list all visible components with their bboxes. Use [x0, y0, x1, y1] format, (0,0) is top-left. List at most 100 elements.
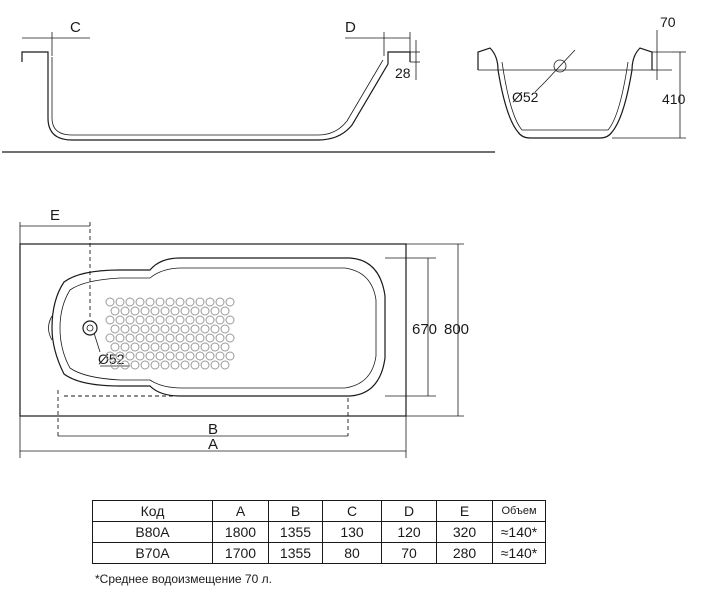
grate-cell [125, 315, 135, 325]
grate-cell [120, 342, 130, 352]
table-row: B80A 1800 1355 130 120 320 ≈140* [92, 521, 546, 543]
grate-cell [165, 333, 175, 343]
grate-cell [190, 306, 200, 316]
grate-cell [185, 333, 195, 343]
grate-cell [160, 342, 170, 352]
grate-cell [170, 360, 180, 370]
grate-cell [130, 360, 140, 370]
grate-cell [135, 333, 145, 343]
grate-cell [190, 342, 200, 352]
grate-cell [225, 351, 235, 361]
grate-cell [145, 351, 155, 361]
col-b: B [268, 500, 323, 522]
grate-cell [150, 360, 160, 370]
dim-inner-width: 670 [412, 321, 437, 338]
grate-cell [105, 351, 115, 361]
grate-cell [125, 351, 135, 361]
grate-cell [160, 306, 170, 316]
grate-cell [210, 342, 220, 352]
dim-outer-width: 800 [444, 321, 469, 338]
grate-cell [120, 360, 130, 370]
grate-cell [105, 297, 115, 307]
grate-cell [145, 315, 155, 325]
grate-cell [125, 297, 135, 307]
col-volume: Объем [492, 500, 546, 522]
spec-table: Код A B C D E Объем B80A 1800 1355 130 1… [92, 500, 546, 564]
tub-outer-rim [19, 243, 407, 417]
grate-cell [215, 297, 225, 307]
grate-cell [195, 351, 205, 361]
grate-cell [225, 315, 235, 325]
grate-cell [135, 315, 145, 325]
grate-cell [140, 360, 150, 370]
grate-cell [105, 315, 115, 325]
grate-cell [115, 315, 125, 325]
basin-outline [51, 257, 386, 397]
end-drain [553, 59, 567, 73]
plan-drain-diameter: Ø52 [98, 351, 125, 367]
grate-cell [145, 333, 155, 343]
grate-cell [220, 360, 230, 370]
grate-cell [225, 333, 235, 343]
grate-cell [215, 333, 225, 343]
grate-cell [205, 351, 215, 361]
grate-cell [110, 306, 120, 316]
grate-cell [205, 333, 215, 343]
dim-rim: 70 [660, 14, 676, 30]
footnote: *Среднее водоизмещение 70 л. [95, 572, 272, 586]
label-a: A [208, 436, 218, 453]
col-d: D [381, 500, 437, 522]
grate-cell [195, 333, 205, 343]
col-a: A [212, 500, 269, 522]
label-c: C [70, 19, 81, 36]
grate-cell [200, 360, 210, 370]
dim-rim-height: 28 [395, 65, 411, 81]
grate-cell [180, 360, 190, 370]
tub-side-outline [21, 51, 411, 141]
grate-cell [185, 351, 195, 361]
grate-cell [200, 342, 210, 352]
grate-cell [150, 306, 160, 316]
end-view: Ø52 70 410 [477, 14, 686, 139]
grate-cell [210, 306, 220, 316]
label-d: D [345, 19, 356, 36]
grate-cell [200, 324, 210, 334]
grate-cell [175, 351, 185, 361]
plan-view: Ø52 E B A 670 800 [19, 207, 469, 458]
label-e: E [50, 207, 60, 224]
grate-cell [155, 333, 165, 343]
grate-cell [220, 324, 230, 334]
grate-cell [185, 315, 195, 325]
grate-cell [150, 342, 160, 352]
grate-cell [110, 324, 120, 334]
grate-cell [130, 342, 140, 352]
grate-cell [155, 315, 165, 325]
grate-cell [175, 315, 185, 325]
grate-cell [160, 360, 170, 370]
grate-cell [180, 306, 190, 316]
grate-cell [210, 324, 220, 334]
table-header-row: Код A B C D E Объем [92, 500, 546, 522]
grate-cell [110, 342, 120, 352]
anti-slip-pattern [105, 297, 235, 370]
grate-cell [165, 351, 175, 361]
grate-cell [105, 333, 115, 343]
grate-cell [145, 297, 155, 307]
grate-cell [155, 351, 165, 361]
plan-drain [82, 320, 98, 336]
dim-depth: 410 [662, 91, 686, 107]
grate-cell [175, 333, 185, 343]
grate-cell [170, 324, 180, 334]
grate-cell [170, 342, 180, 352]
grate-cell [140, 342, 150, 352]
grate-cell [165, 315, 175, 325]
tub-end-outline [477, 47, 653, 139]
side-view: C D 28 [2, 19, 495, 153]
grate-cell [190, 360, 200, 370]
grate-cell [220, 306, 230, 316]
col-code: Код [92, 500, 213, 522]
grate-cell [200, 306, 210, 316]
grate-cell [205, 315, 215, 325]
grate-cell [180, 342, 190, 352]
grate-cell [190, 324, 200, 334]
